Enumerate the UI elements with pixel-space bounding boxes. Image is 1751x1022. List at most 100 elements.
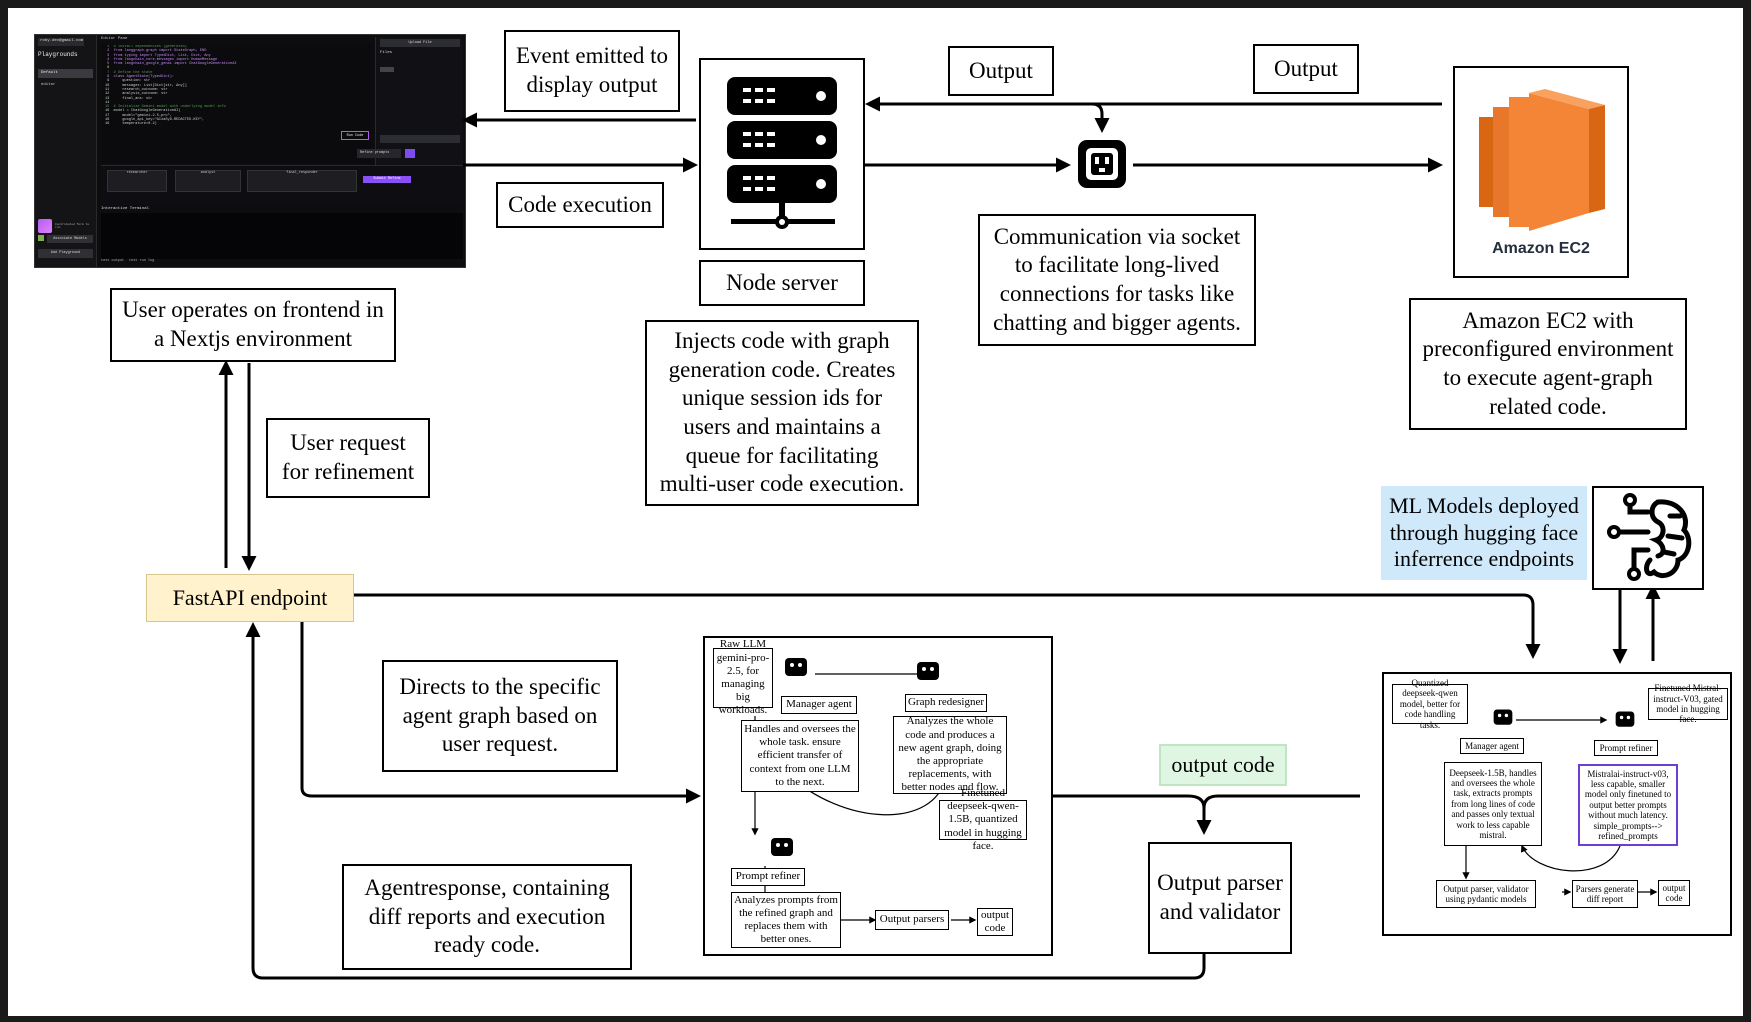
graph-to-parser-arrow (1050, 794, 1212, 835)
fastapi-to-ml-arrow (353, 593, 1541, 659)
sidebar-item-default[interactable]: Default (38, 69, 93, 78)
amazon-ec2-box: Amazon EC2 (1453, 66, 1629, 278)
code-line: 12 analysis_outcome: str (105, 92, 168, 97)
finetuned-deepseek-note: Finetuned deepseek-qwen-1.5B, quantized … (939, 787, 1027, 852)
code-execution-label: Code execution (496, 182, 664, 228)
server-icon (727, 77, 837, 229)
manager-description: Handles and oversees the whole task. ens… (741, 720, 859, 792)
code-line: 19 temperature=0.2) (105, 122, 157, 127)
output-parsers-node: Output parsers (875, 910, 949, 930)
robot-icon (1612, 708, 1638, 732)
code-line: 1 # Install dependencies (generated) (105, 45, 187, 49)
user-note: Contributed form to run (55, 223, 90, 229)
run-code-button[interactable]: Run Code (341, 131, 369, 140)
robot-icon (767, 834, 797, 862)
graph-panel: researcher analyst final_responder Submi… (101, 165, 463, 205)
graph-node: researcher (107, 170, 167, 192)
code-line: 18 google_api_key="AIzaSyD-REDACTED-KEY"… (105, 118, 205, 123)
robot-icon (781, 654, 811, 682)
refiner-description: Mistralai-instruct-v03, less capable, sm… (1578, 764, 1678, 846)
output-label: Output (948, 46, 1054, 96)
left-agent-graph: Raw LLM gemini-pro-2.5, for managing big… (703, 636, 1053, 956)
files-label: Files (380, 51, 393, 55)
raw-llm-note: Raw LLM gemini-pro-2.5, for managing big… (713, 638, 773, 716)
upload-file-button[interactable]: Upload File (380, 39, 460, 47)
output-to-socket-arrow (1091, 102, 1110, 133)
interactive-terminal[interactable] (101, 213, 463, 259)
refiner-description: Analyzes prompts from the refined graph … (731, 892, 841, 948)
code-line: 7 # Define the state (105, 70, 153, 75)
robot-icon (913, 658, 943, 686)
code-line: 9 question: str (105, 79, 151, 84)
user-frontend-label: User operates on frontend in a Nextjs en… (110, 288, 396, 362)
sidebar-item-editor[interactable]: editor (41, 83, 56, 87)
brain-circuit-box (1592, 486, 1704, 590)
code-line: 10 messages: List[Dict[str, Any]] (105, 83, 187, 88)
right-output-code: output code (1658, 880, 1690, 906)
fastapi-endpoint: FastAPI endpoint (146, 574, 354, 622)
node-server-description: Injects code with graph generation code.… (645, 320, 919, 506)
architecture-diagram: roby.dev@gmail.com Playgrounds Default e… (8, 8, 1743, 1016)
socket-icon (1078, 140, 1126, 188)
graph-node: final_responder (247, 170, 357, 192)
code-line: 3 from typing import TypedDict, List, Di… (105, 53, 211, 58)
robot-icon (1490, 706, 1516, 730)
avatar (38, 219, 52, 233)
directs-label: Directs to the specific agent graph base… (382, 660, 618, 772)
output-label: Output (1253, 44, 1359, 94)
submit-refine-button[interactable]: Submit Refine (363, 176, 411, 183)
right-agent-graph: Quantized deepseek-qwen model, better fo… (1382, 672, 1732, 936)
graph-redesigner-node: Graph redesigner (905, 694, 987, 712)
agent-response-label: Agentresponse, containing diff reports a… (342, 864, 632, 970)
manager-description: Deepseek-1.5B, handles and oversees the … (1444, 762, 1542, 846)
code-line: 17 model="gemini-2.5-pro", (105, 113, 172, 118)
node-server-label: Node server (699, 260, 865, 306)
email-chip: roby.dev@gmail.com (38, 38, 84, 46)
screenshot-sidebar: roby.dev@gmail.com Playgrounds Default e… (35, 35, 97, 267)
socket-description: Communication via socket to facilitate l… (978, 214, 1256, 346)
amazon-ec2-icon (1479, 89, 1605, 232)
code-line: 2 from langgraph.graph import StateGraph… (105, 49, 207, 54)
editor-tab[interactable]: Editor Pane (101, 37, 128, 41)
event-emitted-label: Event emitted to display output (504, 30, 680, 112)
prompt-refiner-node: Prompt refiner (731, 868, 805, 886)
associate-models-button[interactable]: Associate Models (47, 235, 93, 243)
finetuned-mistral-note: Finetuned Mistral-instruct-V03, gated mo… (1648, 683, 1728, 724)
status-dot (38, 235, 44, 241)
refine-select[interactable]: Refine prompts (357, 149, 401, 158)
code-line: 14 (105, 100, 114, 105)
terminal-tab[interactable]: test run log (129, 259, 155, 263)
code-line: 16 model = ChatGoogleGenerativeAI( (105, 109, 181, 114)
file-chip[interactable] (380, 67, 394, 72)
add-playground-button[interactable]: Add Playground (38, 249, 93, 258)
redesigner-description: Analyzes the whole code and produces a n… (893, 715, 1007, 794)
terminal-label: Interactive Terminal (101, 207, 150, 211)
left-output-code: output code (977, 908, 1013, 936)
files-panel: Upload File Files (375, 37, 463, 165)
terminal-tab[interactable]: test output (101, 259, 125, 263)
files-action-bar[interactable] (380, 135, 460, 143)
code-line: 8 class AgentState(TypedDict): (105, 75, 175, 80)
output-validator-node: Output parser, validator using pydantic … (1436, 880, 1536, 908)
code-line: 15 # Initialize Gemini model with underl… (105, 105, 226, 110)
node-server-box (699, 58, 865, 250)
graph-node: analyst (175, 170, 241, 192)
ml-models-label: ML Models deployed through hugging face … (1381, 486, 1587, 580)
code-line: 11 research_outcome: str (105, 87, 168, 92)
frontend-screenshot: roby.dev@gmail.com Playgrounds Default e… (34, 34, 466, 268)
output-code-label: output code (1159, 744, 1287, 786)
sidebar-title: Playgrounds (38, 51, 78, 58)
code-line: 5 from langchain_google_genai import Cha… (105, 62, 237, 67)
connector-layer (218, 96, 1661, 980)
refine-toggle[interactable] (405, 149, 415, 158)
fastapi-to-agent-graph-arrow (300, 620, 701, 804)
code-line: 4 from langchain_core.messages import Hu… (105, 57, 218, 62)
ec2-logo-text: Amazon EC2 (1492, 240, 1590, 258)
manager-agent-node: Manager agent (1460, 738, 1524, 754)
code-line: 6 (105, 66, 114, 71)
prompt-refiner-node: Prompt refiner (1594, 740, 1658, 756)
manager-agent-node: Manager agent (781, 696, 857, 714)
user-request-label: User request for refinement (266, 418, 430, 498)
brain-circuit-icon (1607, 493, 1692, 581)
code-editor[interactable]: 1 # Install dependencies (generated) 2 f… (101, 45, 371, 163)
